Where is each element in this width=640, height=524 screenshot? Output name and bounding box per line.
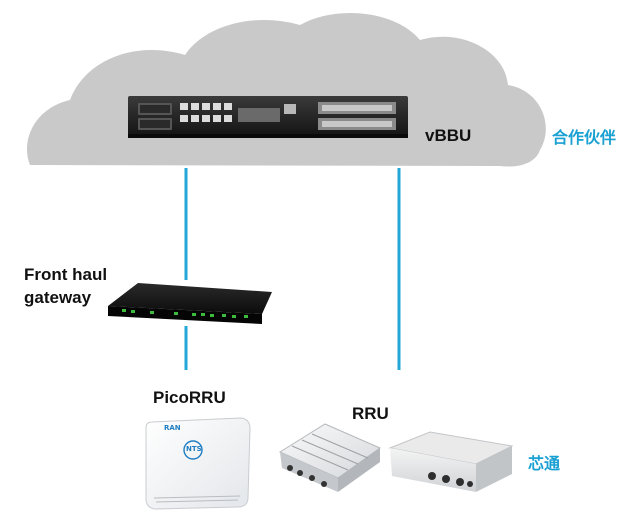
partner-label: 合作伙伴 [552, 128, 617, 147]
rru-label: RRU [352, 404, 389, 423]
vbbu-label: vBBU [425, 126, 472, 145]
pico-logo-text: NTS [186, 445, 202, 453]
vendor-label: 芯通 [528, 454, 561, 473]
picorru-label: PicoRRU [153, 388, 226, 407]
fronthaul-label-line1: Front haul [24, 265, 108, 284]
rru-icon [278, 423, 382, 492]
picorru-icon [145, 417, 251, 510]
fronthaul-label-line2: gateway [24, 288, 92, 307]
pico-brand-text: RAN [164, 424, 181, 432]
server-icon [128, 96, 408, 138]
switch-icon [108, 283, 272, 324]
rru-box-icon [388, 431, 514, 492]
